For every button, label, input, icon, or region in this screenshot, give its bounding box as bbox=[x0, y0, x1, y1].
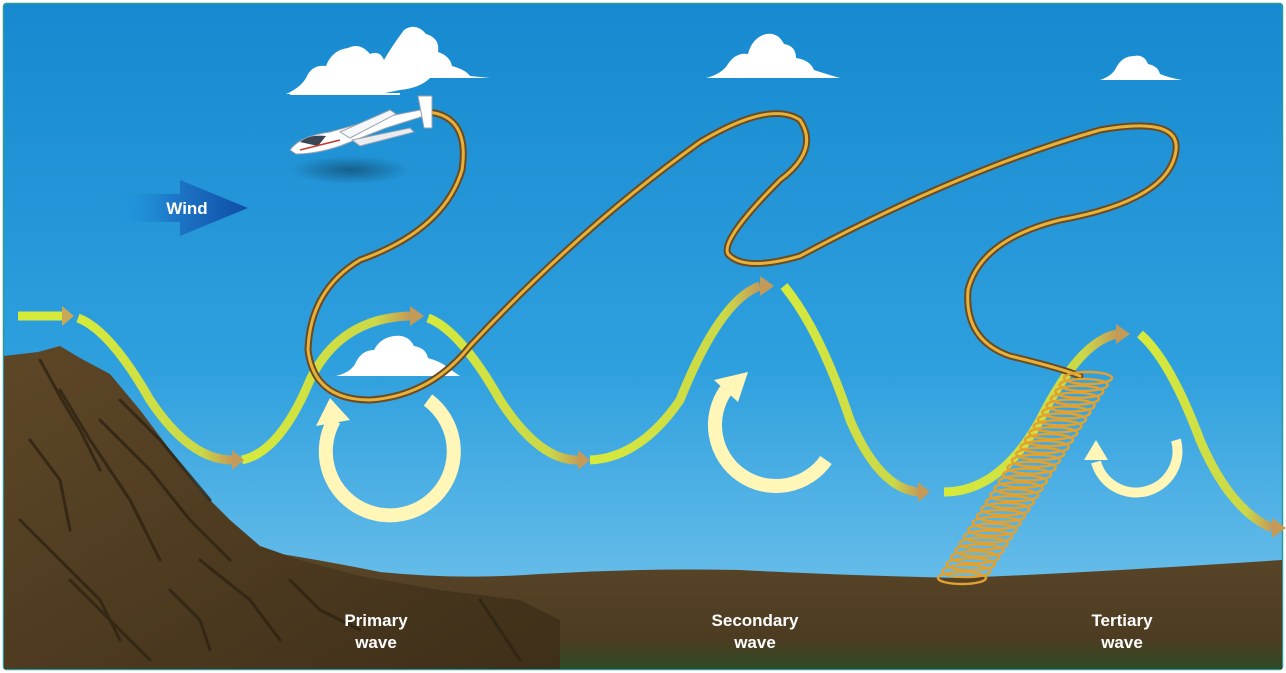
tertiary-wave-label: Tertiary wave bbox=[1062, 610, 1182, 654]
secondary-wave-label-line1: Secondary bbox=[692, 610, 818, 632]
tertiary-wave-label-line2: wave bbox=[1062, 632, 1182, 654]
primary-wave-label-line1: Primary bbox=[316, 610, 436, 632]
wind-label: Wind bbox=[152, 198, 222, 220]
primary-wave-label: Primary wave bbox=[316, 610, 436, 654]
glider-shadow bbox=[290, 156, 410, 184]
tertiary-wave-label-line1: Tertiary bbox=[1062, 610, 1182, 632]
secondary-wave-label-line2: wave bbox=[692, 632, 818, 654]
primary-wave-label-line2: wave bbox=[316, 632, 436, 654]
secondary-wave-label: Secondary wave bbox=[692, 610, 818, 654]
